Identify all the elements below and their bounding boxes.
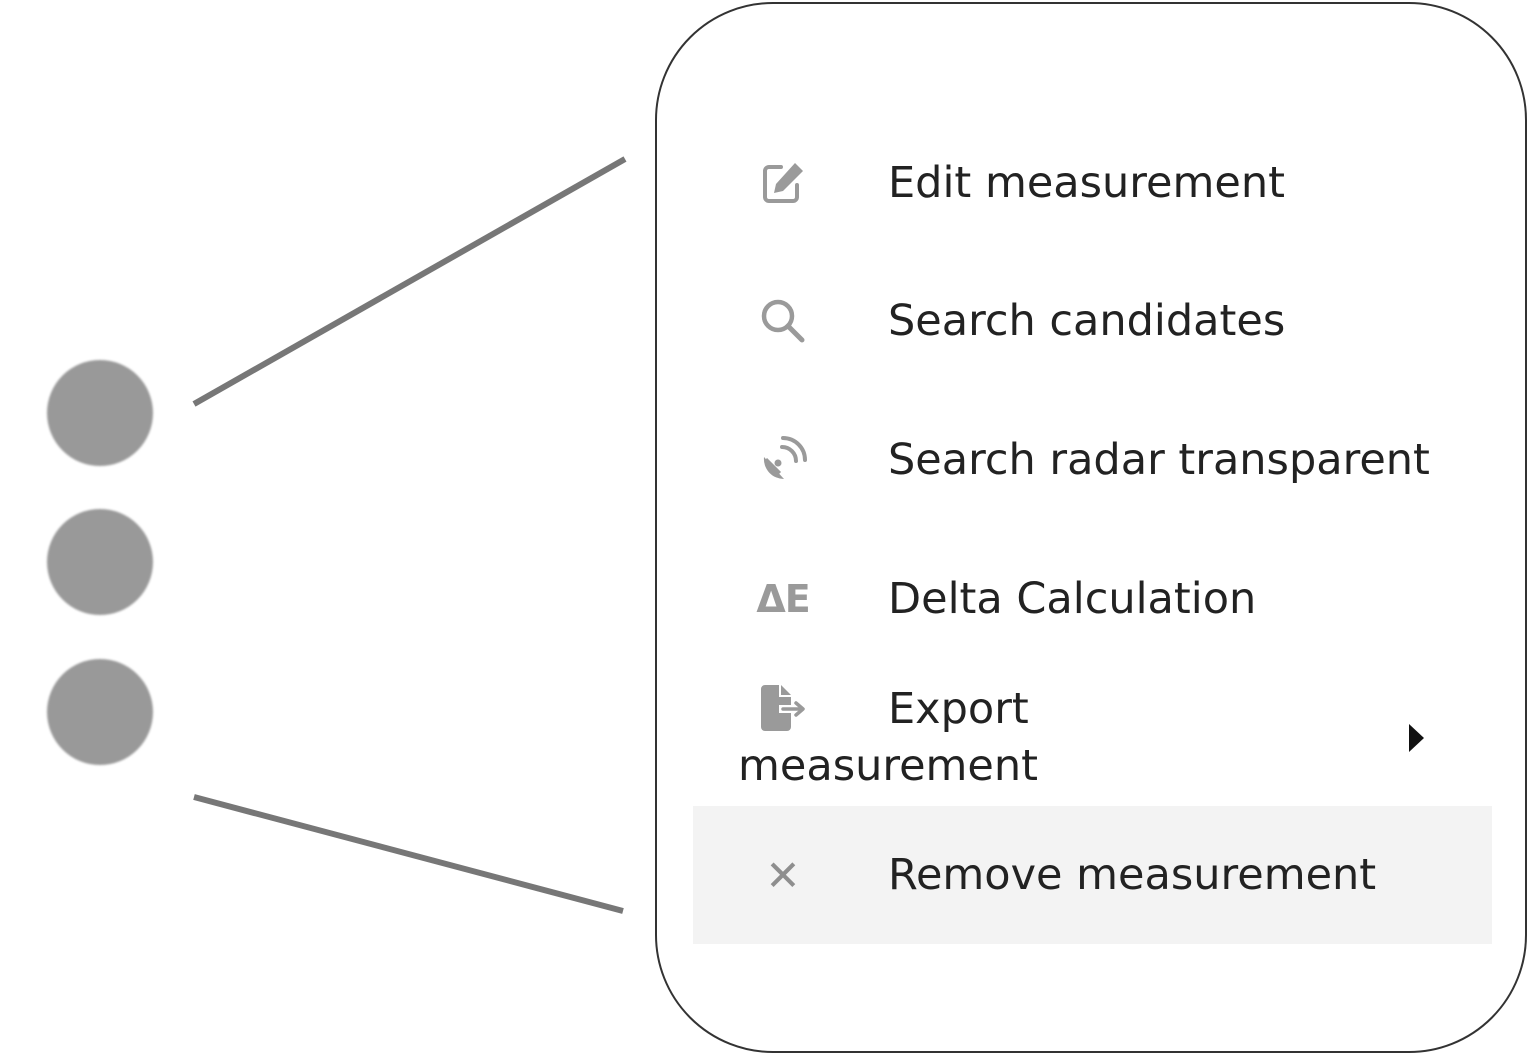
- menu-item-label-line2: measurement: [738, 741, 1038, 791]
- kebab-dot-top[interactable]: [47, 360, 153, 466]
- submenu-arrow-icon: [1409, 724, 1424, 752]
- kebab-dot-bottom[interactable]: [47, 659, 153, 765]
- edit-icon: [755, 155, 811, 211]
- search-icon: [755, 293, 811, 349]
- delta-e-icon: ΔE: [755, 571, 811, 627]
- callout-lines: [192, 156, 627, 914]
- menu-item-label: Remove measurement: [888, 850, 1377, 900]
- kebab-dot-middle[interactable]: [47, 509, 153, 615]
- callout-line-bottom: [193, 794, 624, 914]
- menu-item-export-measurement[interactable]: Export measurement: [693, 668, 1492, 806]
- close-glyph: ✕: [765, 850, 801, 900]
- menu-item-edit-measurement[interactable]: Edit measurement: [693, 114, 1492, 252]
- menu-item-label-line1: Export: [888, 684, 1029, 734]
- menu-item-label: Edit measurement: [888, 158, 1285, 208]
- menu-item-label: Search radar transparent: [888, 435, 1430, 485]
- satellite-dish-icon: [755, 432, 811, 488]
- close-icon: ✕: [755, 847, 811, 903]
- menu-item-delta-calculation[interactable]: ΔE Delta Calculation: [693, 530, 1492, 668]
- menu-item-search-radar-transparent[interactable]: Search radar transparent: [693, 391, 1492, 529]
- menu-item-label: Delta Calculation: [888, 574, 1257, 624]
- menu-item-search-candidates[interactable]: Search candidates: [693, 252, 1492, 390]
- file-export-icon: [755, 681, 811, 737]
- menu-item-remove-measurement[interactable]: ✕ Remove measurement: [693, 806, 1492, 944]
- callout-line-top: [192, 156, 627, 407]
- delta-e-glyph: ΔE: [756, 577, 810, 621]
- menu-item-label: Search candidates: [888, 296, 1286, 346]
